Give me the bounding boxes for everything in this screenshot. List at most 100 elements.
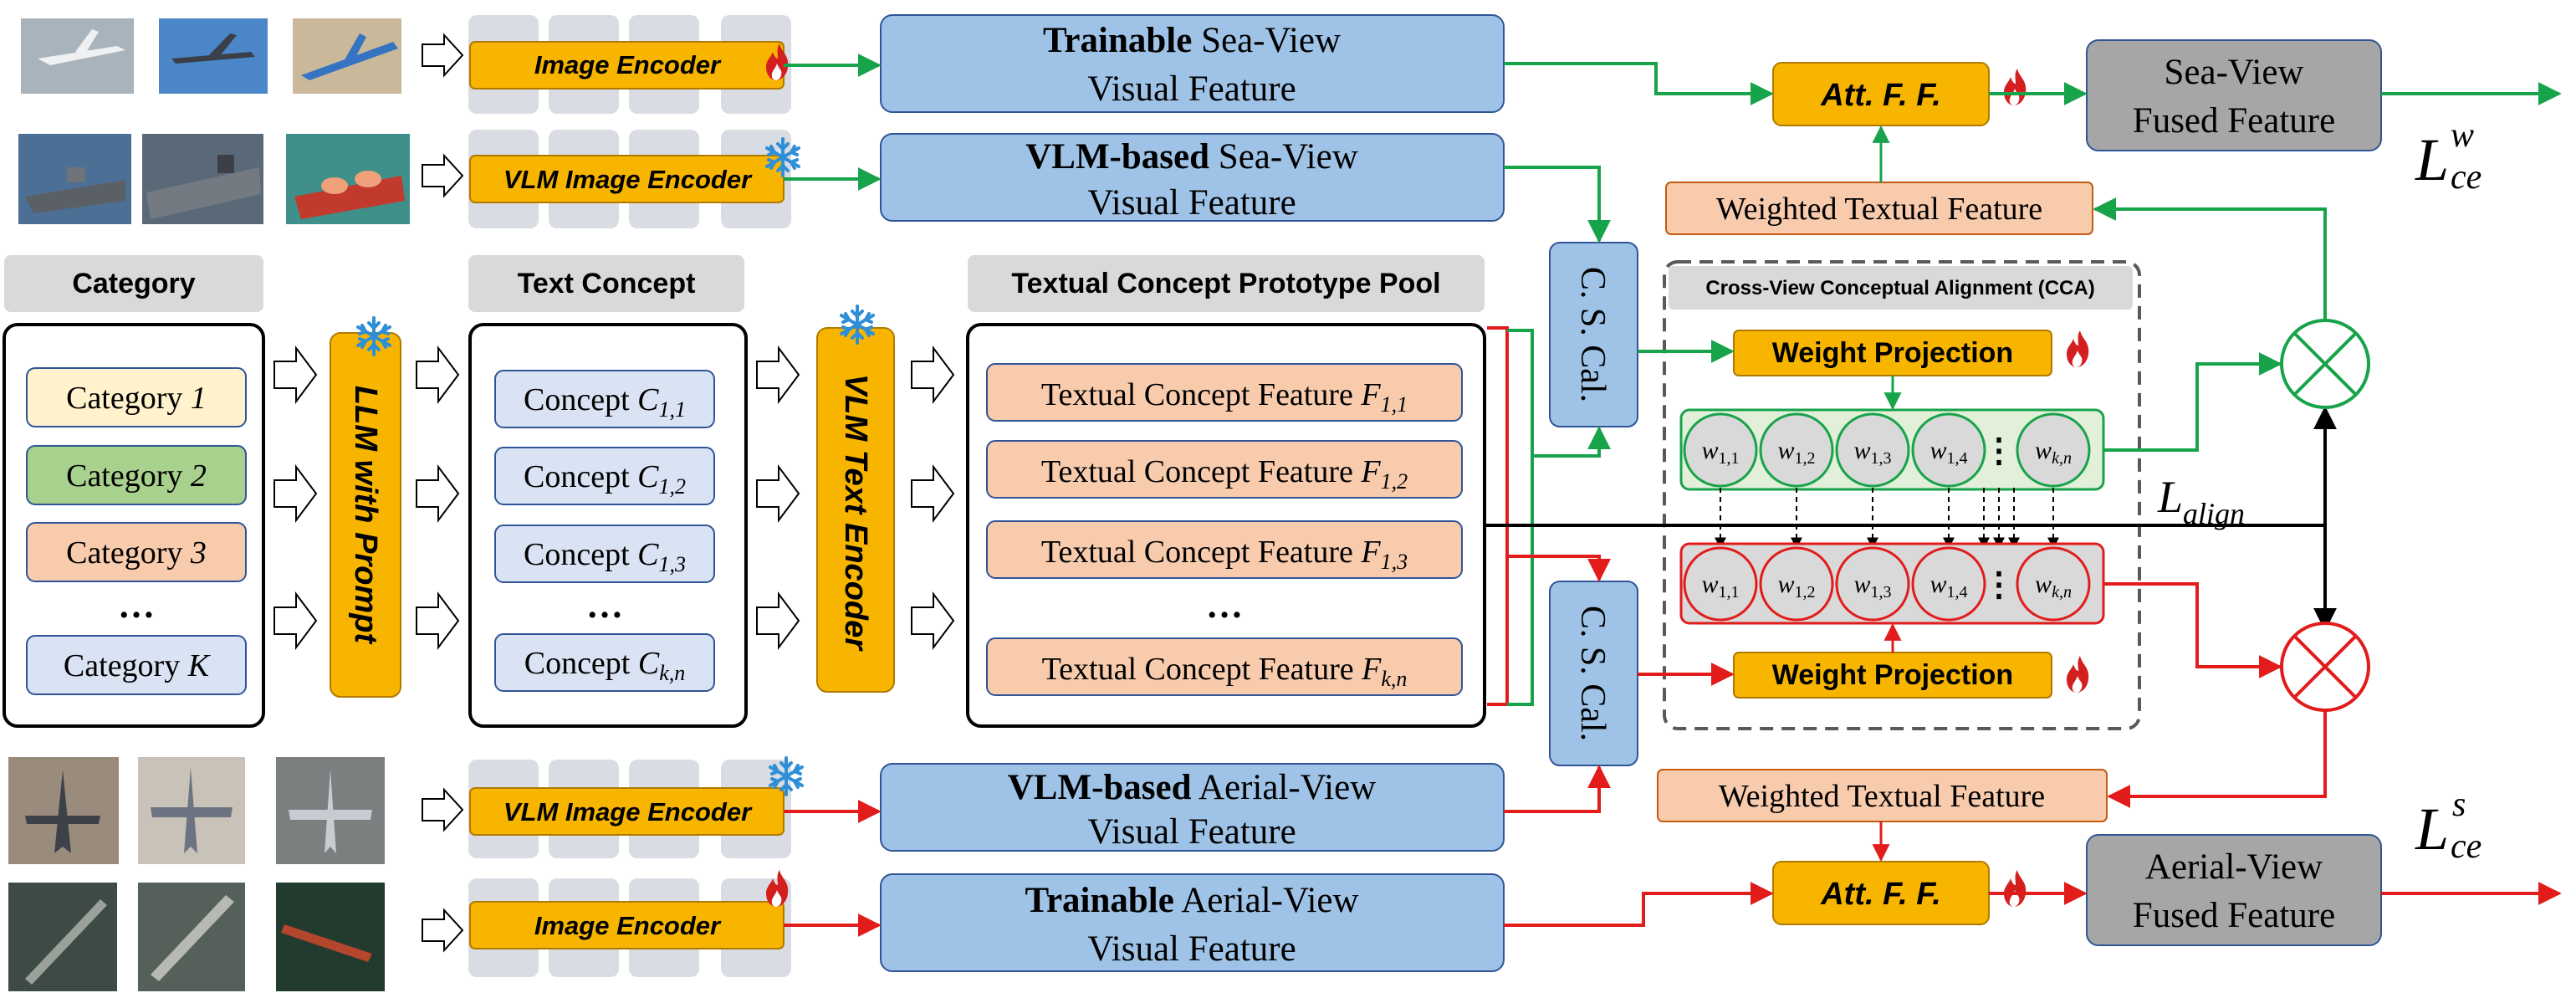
- aerial-image-row-2: [8, 883, 385, 991]
- w-symbol: w: [1777, 571, 1794, 598]
- block-arrow-icon: [273, 593, 317, 648]
- text-concept-header-box: [468, 255, 744, 312]
- pool-header: Textual Concept Prototype Pool: [1011, 268, 1440, 299]
- fire-icon: [2067, 656, 2089, 693]
- weighted-textual-label: Weighted Textual Feature: [1716, 192, 2042, 227]
- svg-text:Textual Concept Feature F1,3: Textual Concept Feature F1,3: [1041, 535, 1408, 574]
- sea-image-row-1: [21, 18, 401, 94]
- category-item-3: Category 3: [26, 522, 247, 582]
- fire-icon: [766, 870, 789, 907]
- w-sub: k,n: [2052, 449, 2072, 468]
- att-ff-label: Att. F. F.: [1820, 877, 1941, 912]
- weight-projection-sea: Weight Projection: [1733, 330, 2052, 376]
- multiply-circle-icon: [2280, 622, 2370, 712]
- category-item-2: Category 2: [26, 445, 247, 505]
- loss-sea-L: L: [2415, 126, 2449, 193]
- vlm-image-encoder-aerial-label: VLM Image Encoder: [503, 797, 753, 827]
- block-arrow-icon: [422, 909, 463, 951]
- svg-text:Category 1: Category 1: [66, 381, 207, 416]
- pool-ellipsis: …: [1206, 585, 1243, 626]
- svg-text:Textual Concept Feature Fk,n: Textual Concept Feature Fk,n: [1042, 652, 1408, 691]
- svg-text:w1,2: w1,2: [1777, 437, 1815, 468]
- category-item-1: Category 1: [26, 367, 247, 427]
- weighted-textual-label: Weighted Textual Feature: [1719, 779, 2045, 814]
- svg-text:VLM-based Sea-View: VLM-based Sea-View: [1025, 137, 1358, 177]
- weight-circles-aerial: w1,1 w1,2 w1,3 w1,4 ⋮ wk,n: [1683, 546, 2091, 622]
- category-text: Category: [64, 648, 188, 683]
- sea-vlm-feature: VLM-based Sea-View Visual Feature: [880, 133, 1505, 223]
- csc-aerial: C. S. Cal.: [1549, 581, 1638, 766]
- block-arrow-icon: [416, 466, 459, 521]
- concept-symbol: C: [637, 537, 659, 572]
- svg-text:Concept C1,2: Concept C1,2: [524, 459, 686, 499]
- concept-item-2: Concept C1,2: [494, 447, 715, 505]
- csc-sea: C. S. Cal.: [1549, 242, 1638, 427]
- weighted-textual-sea: Weighted Textual Feature: [1665, 182, 2093, 235]
- pool-text: Textual Concept Feature: [1041, 377, 1362, 412]
- encoder-stack-sea-trainable: Image Encoder: [468, 15, 791, 114]
- feature-line2: Visual Feature: [1087, 69, 1296, 109]
- category-text: Category: [66, 381, 191, 416]
- block-arrow-icon: [756, 466, 800, 521]
- svg-text:w1,3: w1,3: [1853, 571, 1891, 601]
- w-symbol: w: [1701, 571, 1718, 598]
- block-arrow-icon: [273, 347, 317, 402]
- aerial-vlm-feature: VLM-based Aerial-View Visual Feature: [880, 763, 1505, 852]
- concept-sub: 1,1: [659, 397, 687, 422]
- image-encoder-sea-label: Image Encoder: [534, 50, 722, 79]
- pool-sub: 1,2: [1381, 469, 1408, 494]
- block-arrow-icon: [756, 593, 800, 648]
- block-arrow-icon: [911, 466, 954, 521]
- svg-text:Concept Ck,n: Concept Ck,n: [524, 646, 686, 685]
- encoder-stack-sea-vlm: VLM Image Encoder: [468, 130, 800, 228]
- w-symbol: w: [1929, 571, 1946, 598]
- fused-line1: Aerial-View: [2145, 847, 2323, 887]
- concept-text: Concept: [524, 537, 637, 572]
- w-sub: 1,3: [1871, 449, 1892, 468]
- svg-text:w1,4: w1,4: [1929, 437, 1967, 468]
- svg-text:Trainable Aerial-View: Trainable Aerial-View: [1025, 881, 1358, 920]
- weight-projection-label: Weight Projection: [1772, 659, 2013, 691]
- block-arrow-icon: [422, 789, 463, 831]
- concept-sub: 1,2: [659, 474, 687, 499]
- svg-text:w1,1: w1,1: [1701, 437, 1739, 468]
- w-symbol: w: [1853, 437, 1870, 464]
- l-align-sub: align: [2183, 497, 2245, 530]
- fire-icon: [2004, 69, 2027, 105]
- w-dots: ⋮: [1982, 432, 2016, 469]
- concept-text: Concept: [524, 459, 637, 494]
- pool-symbol: F: [1360, 454, 1381, 489]
- pool-sub: 1,1: [1381, 392, 1408, 417]
- svg-text:Category 3: Category 3: [66, 535, 207, 571]
- loss-aerial: L s ce: [2415, 786, 2481, 866]
- sea-image-row-2: [18, 134, 410, 224]
- feature-rest: Aerial-View: [1174, 881, 1359, 920]
- loss-aerial-sup: s: [2452, 786, 2466, 824]
- pool-item-1: Textual Concept Feature F1,1: [986, 363, 1463, 422]
- w-symbol: w: [1777, 437, 1794, 464]
- vlm-text-encoder-label: VLM Text Encoder: [838, 374, 873, 652]
- concept-symbol: C: [637, 382, 659, 417]
- aerial-trainable-feature: Trainable Aerial-View Visual Feature: [880, 873, 1505, 972]
- block-arrow-icon: [416, 347, 459, 402]
- concept-sub: k,n: [659, 661, 685, 685]
- loss-aerial-L: L: [2415, 796, 2449, 862]
- multiply-circle-icon: [2280, 319, 2370, 409]
- cca-title-box: [1669, 266, 2133, 310]
- svg-text:Trainable Sea-View: Trainable Sea-View: [1043, 21, 1341, 60]
- sea-trainable-feature: Trainable Sea-View Visual Feature: [880, 14, 1505, 113]
- w-symbol: w: [1701, 437, 1718, 464]
- aerial-ship-thumb-1: [8, 883, 117, 991]
- pool-item-3: Textual Concept Feature F1,3: [986, 520, 1463, 579]
- category-header: Category: [72, 268, 195, 299]
- svg-text:w1,2: w1,2: [1777, 571, 1815, 601]
- concept-symbol: C: [637, 459, 659, 494]
- pool-item-kn: Textual Concept Feature Fk,n: [986, 637, 1463, 696]
- aerial-ship-thumb-3: [276, 883, 385, 991]
- w-sub: 1,1: [1719, 449, 1740, 468]
- block-arrow-icon: [756, 347, 800, 402]
- svg-text:Concept C1,3: Concept C1,3: [524, 537, 686, 576]
- w-sub: 1,4: [1947, 449, 1968, 468]
- concept-item-3: Concept C1,3: [494, 525, 715, 583]
- csc-aerial-label: C. S. Cal.: [1573, 606, 1612, 741]
